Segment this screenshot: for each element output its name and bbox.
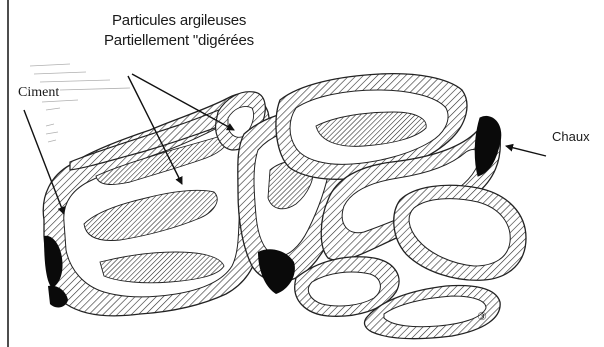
faint-background-notes — [30, 64, 130, 142]
label-chaux: Chaux — [552, 130, 590, 143]
aggregate-right-oval — [394, 185, 526, 280]
label-ciment: Ciment — [18, 86, 59, 100]
label-particules-argileuses: Particules argileuses — [112, 13, 246, 28]
label-partiellement-digerees: Partiellement "digérées — [104, 33, 254, 48]
arrow-chaux — [506, 146, 546, 156]
figure-number: ③ — [477, 312, 487, 323]
